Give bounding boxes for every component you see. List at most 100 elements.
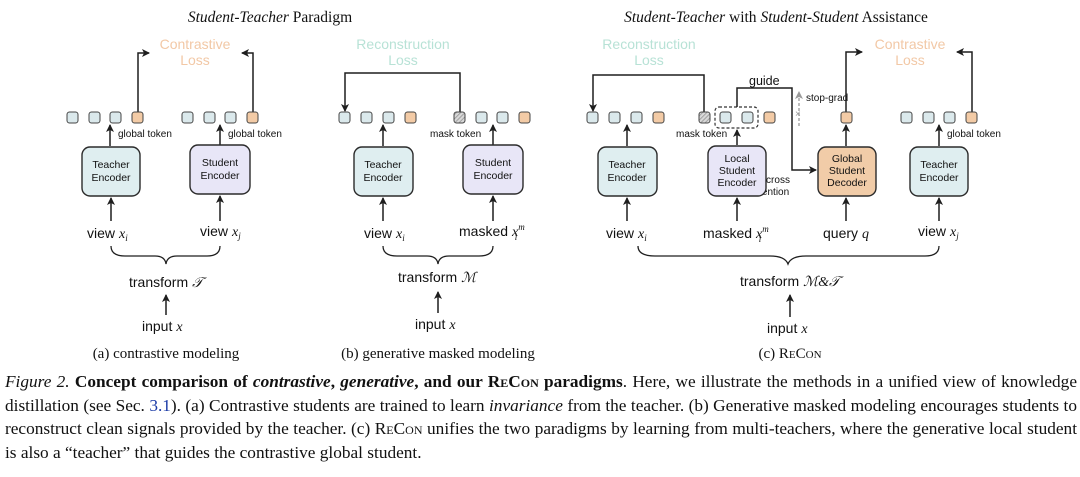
caption-bold-text: , and our bbox=[414, 372, 488, 391]
token bbox=[943, 111, 956, 124]
loss-arrow-right bbox=[241, 49, 254, 112]
reconstruction-arrow bbox=[341, 72, 461, 112]
diagram: Student-Teacher Paradigm Student-Teacher… bbox=[66, 9, 1001, 362]
panel-a-caption: (a) contrastive modeling bbox=[93, 346, 240, 362]
teacher-encoder-box bbox=[597, 146, 658, 197]
global-token bbox=[763, 111, 776, 124]
token bbox=[741, 111, 754, 124]
global-token bbox=[965, 111, 978, 124]
global-token bbox=[404, 111, 417, 124]
caption-bold-text: , bbox=[330, 372, 341, 391]
stop-grad-cross-icon: × bbox=[795, 109, 801, 120]
teacher-tokens-1 bbox=[586, 111, 665, 124]
token bbox=[203, 111, 216, 124]
guide-arrow bbox=[736, 87, 817, 174]
token bbox=[922, 111, 935, 124]
caption-text: . Here, we illustrate the methods in a u… bbox=[5, 372, 1077, 415]
brace bbox=[382, 245, 494, 265]
brace bbox=[637, 245, 940, 266]
stop-grad-label: stop-grad bbox=[806, 93, 848, 104]
global-token-label: global token bbox=[228, 129, 282, 140]
global-token-label: global token bbox=[118, 129, 172, 140]
token bbox=[224, 111, 237, 124]
global-token bbox=[131, 111, 144, 124]
reconstruction-arrow bbox=[589, 74, 705, 112]
caption-method-name: ReCon bbox=[487, 372, 539, 391]
mask-token bbox=[698, 111, 711, 124]
token bbox=[382, 111, 395, 124]
global-token-label: global token bbox=[947, 129, 1001, 140]
caption-text: ). (a) Contrastive students are trained … bbox=[170, 395, 489, 415]
section-reference-link[interactable]: 3.1 bbox=[149, 395, 171, 415]
token bbox=[338, 111, 351, 124]
caption-text: from the teacher. (b) Generative masked … bbox=[5, 395, 1077, 439]
token bbox=[475, 111, 488, 124]
teacher-encoder-box bbox=[81, 146, 141, 197]
teacher-encoder-box bbox=[909, 146, 969, 197]
token bbox=[608, 111, 621, 124]
token bbox=[66, 111, 79, 124]
caption-text: unifies the two paradigms by learning fr… bbox=[5, 419, 1077, 462]
token bbox=[630, 111, 643, 124]
global-token bbox=[518, 111, 531, 124]
student-encoder-box bbox=[189, 144, 251, 195]
panel-c-caption: (c) ReCon bbox=[758, 346, 821, 362]
mask-token bbox=[453, 111, 466, 124]
student-tokens bbox=[453, 111, 531, 124]
panel-b-caption: (b) generative masked modeling bbox=[341, 346, 535, 362]
token bbox=[496, 111, 509, 124]
teacher-encoder-box bbox=[353, 146, 414, 197]
student-encoder-box bbox=[462, 144, 524, 195]
token bbox=[719, 111, 732, 124]
mask-token-label: mask token bbox=[430, 129, 481, 140]
caption-method-name: ReCon bbox=[374, 419, 423, 439]
token bbox=[360, 111, 373, 124]
mask-token-label: mask token bbox=[676, 129, 727, 140]
decoder-global-token bbox=[840, 111, 853, 124]
caption-bold-text: Concept comparison of bbox=[69, 372, 253, 391]
loss-arrow-left bbox=[137, 49, 150, 112]
figure-label: Figure 2. bbox=[5, 372, 70, 391]
figure-caption: Figure 2. Concept comparison of contrast… bbox=[5, 370, 1077, 464]
token bbox=[181, 111, 194, 124]
global-token bbox=[652, 111, 665, 124]
token bbox=[88, 111, 101, 124]
header-right: Student-Teacher with Student-Student Ass… bbox=[624, 9, 928, 26]
teacher-tokens bbox=[338, 111, 417, 124]
teacher-tokens bbox=[66, 111, 144, 124]
caption-italic: invariance bbox=[489, 395, 563, 415]
teacher-tokens-2 bbox=[900, 111, 978, 124]
token bbox=[109, 111, 122, 124]
local-student-tokens bbox=[698, 106, 776, 129]
header-left: Student-Teacher Paradigm bbox=[188, 9, 352, 26]
token bbox=[900, 111, 913, 124]
loss-arrow-left bbox=[845, 48, 863, 112]
